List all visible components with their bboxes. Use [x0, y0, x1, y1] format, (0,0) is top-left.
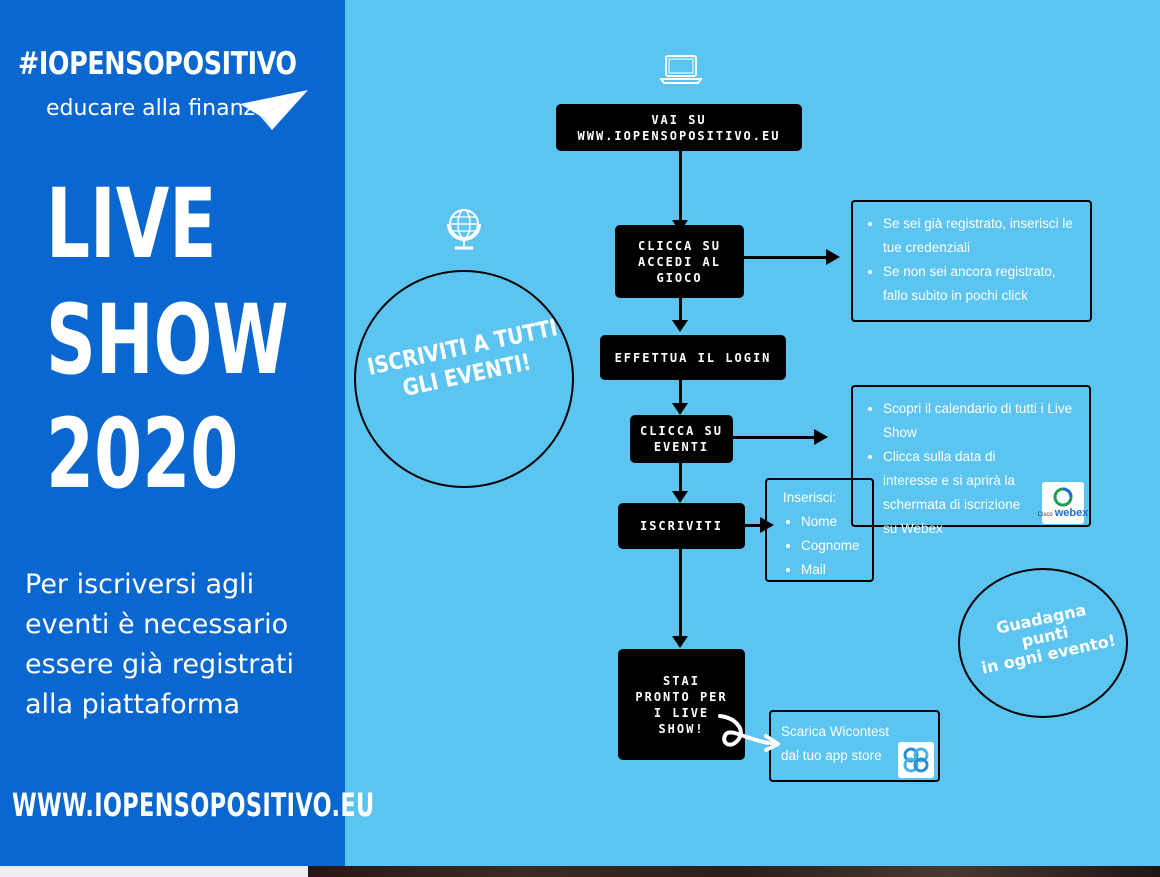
webex-logo-small: Cisco — [1037, 512, 1053, 518]
step-click-access: CLICCA SU ACCEDI AL GIOCO — [615, 225, 744, 298]
step-register: ISCRIVITI — [618, 503, 745, 549]
brand-hashtag: #IOPENSOPOSITIVO — [18, 46, 297, 82]
info-signup-heading: Inserisci: — [783, 490, 837, 505]
info-login-box: Se sei già registrato, inserisci le tue … — [851, 200, 1092, 322]
info-events-item: Scopri il calendario di tutti i Live Sho… — [883, 397, 1081, 445]
brand-tagline: educare alla finanza — [46, 96, 269, 121]
globe-icon — [447, 209, 481, 250]
left-panel: #IOPENSOPOSITIVO educare alla finanza LI… — [0, 0, 374, 866]
webex-logo: Cisco webex — [1038, 482, 1088, 524]
curly-arrow-icon — [718, 714, 780, 752]
info-signup-item: Cognome — [801, 534, 872, 558]
description: Per iscriversi agli eventi è necessario … — [25, 569, 294, 720]
webex-logo-name: webex — [1054, 507, 1089, 519]
title-line-2: SHOW — [46, 284, 289, 396]
title-line-1: LIVE — [46, 168, 217, 280]
step-visit-site: VAI SU WWW.IOPENSOPOSITIVO.EU — [556, 104, 802, 151]
circle-earn-points — [958, 568, 1128, 718]
info-app-text: Scarica Wicontest dal tuo app store — [781, 724, 890, 763]
website-link[interactable]: WWW.IOPENSOPOSITIVO.EU — [12, 786, 375, 824]
step-login: EFFETTUA IL LOGIN — [600, 335, 786, 380]
info-signup-item: Mail — [801, 558, 872, 582]
circle-register-all — [354, 270, 574, 488]
title-line-3: 2020 — [46, 398, 239, 510]
info-events-box: Scopri il calendario di tutti i Live Sho… — [851, 385, 1091, 536]
laptop-icon — [660, 55, 702, 84]
info-app-box: Scarica Wicontest dal tuo app store — [769, 710, 940, 782]
info-signup-item: Nome — [801, 510, 872, 534]
info-login-item: Se non sei ancora registrato, fallo subi… — [883, 260, 1082, 308]
step-click-events: CLICCA SU EVENTI — [630, 415, 733, 463]
info-events-item: Clicca sulla data di interesse e si apri… — [883, 445, 1081, 541]
info-signup-box: Inserisci: Nome Cognome Mail — [765, 478, 874, 582]
wicontest-icon — [903, 747, 929, 773]
webex-icon — [1053, 487, 1073, 507]
paper-plane-icon — [240, 90, 308, 130]
info-login-item: Se sei già registrato, inserisci le tue … — [883, 212, 1082, 260]
wicontest-logo — [898, 742, 934, 778]
bottom-photo-strip — [308, 866, 1160, 877]
